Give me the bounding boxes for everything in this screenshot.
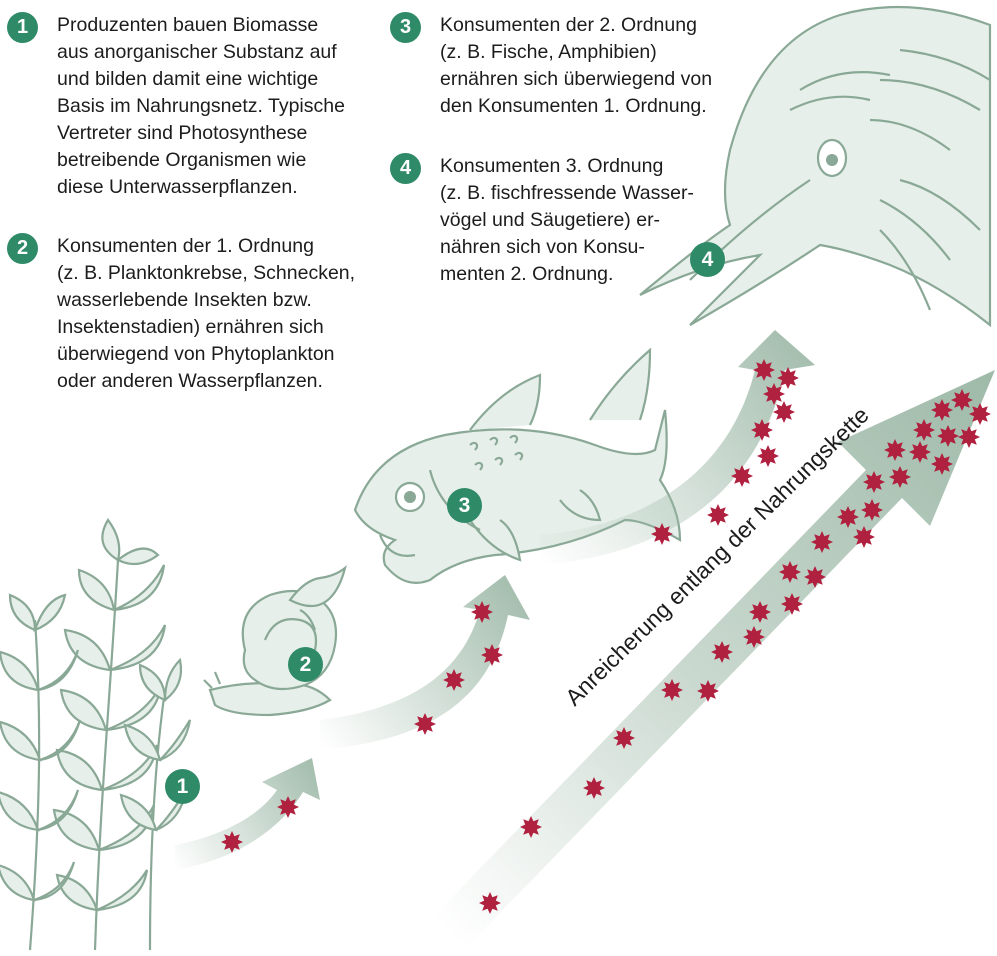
- step-3-text: Konsumenten der 2. Ordnung (z. B. Fische…: [440, 12, 760, 120]
- step-1-description: 1 Produzenten bauen Biomasse aus anorgan…: [57, 12, 387, 201]
- step-3-description: 3 Konsumenten der 2. Ordnung (z. B. Fisc…: [440, 12, 760, 120]
- bird-marker: 4: [690, 242, 725, 277]
- step-1-badge: 1: [7, 12, 38, 43]
- step-2-description: 2 Konsumenten der 1. Ordnung (z. B. Plan…: [57, 233, 387, 395]
- aquatic-plant-icon: [0, 520, 190, 950]
- step-2-badge: 2: [7, 233, 38, 264]
- step-1-text: Produzenten bauen Biomasse aus anorganis…: [57, 12, 387, 201]
- snail-marker: 2: [288, 647, 323, 682]
- plant-marker: 1: [165, 769, 200, 804]
- step-3-badge: 3: [390, 12, 421, 43]
- snail-icon: [204, 568, 345, 715]
- fish-marker: 3: [447, 488, 482, 523]
- step-4-badge: 4: [390, 153, 421, 184]
- step-2-text: Konsumenten der 1. Ordnung (z. B. Plankt…: [57, 233, 387, 395]
- fish-icon: [355, 350, 680, 583]
- transfer-arrow-1-2: [175, 758, 320, 870]
